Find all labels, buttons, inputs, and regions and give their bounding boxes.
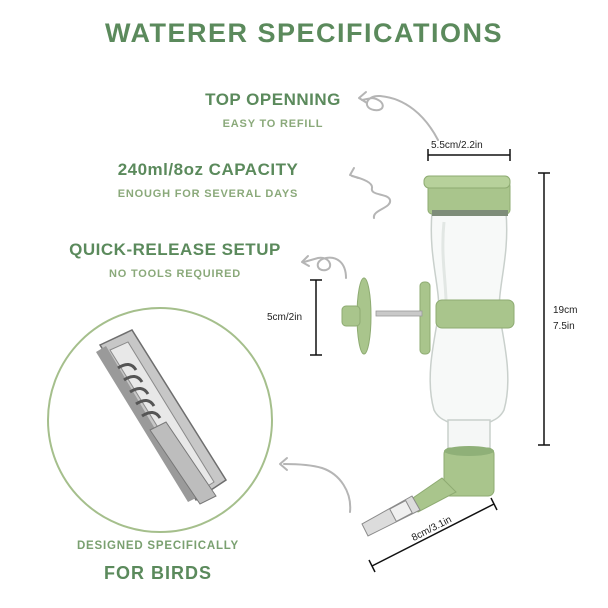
bottom-tagline: FOR BIRDS	[104, 563, 212, 583]
arrow-icon	[279, 457, 352, 513]
arrow-icon	[301, 255, 347, 279]
dimension-lines	[310, 149, 550, 573]
arrow-icon	[358, 91, 439, 141]
arrow-icon	[349, 167, 392, 219]
feature-subtext: EASY TO REFILL	[222, 118, 324, 130]
dimension-height-cm: 19cm	[553, 305, 578, 316]
feature-top-opening: TOP OPENNING EASY TO REFILL	[183, 90, 363, 130]
feature-subtext: NO TOOLS REQUIRED	[109, 268, 241, 280]
dimension-mount: 5cm/2in	[267, 312, 303, 323]
feature-heading: 240ml/8oz CAPACITY	[117, 160, 299, 179]
bottom-caption: DESIGNED SPECIFICALLY	[76, 540, 240, 552]
feature-heading: QUICK-RELEASE SETUP	[69, 240, 281, 259]
page-title: WATERER SPECIFICATIONS	[104, 18, 503, 48]
waterer-bottle	[341, 175, 515, 537]
dimension-top-width: 5.5cm/2.2in	[431, 140, 483, 151]
feature-capacity: 240ml/8oz CAPACITY ENOUGH FOR SEVERAL DA…	[98, 160, 318, 200]
feature-heading: TOP OPENNING	[205, 90, 341, 109]
valve-closeup	[96, 329, 228, 505]
feature-subtext: ENOUGH FOR SEVERAL DAYS	[117, 188, 299, 200]
feature-quick-release: QUICK-RELEASE SETUP NO TOOLS REQUIRED	[60, 240, 290, 280]
dimension-height-in: 7.5in	[553, 321, 575, 332]
